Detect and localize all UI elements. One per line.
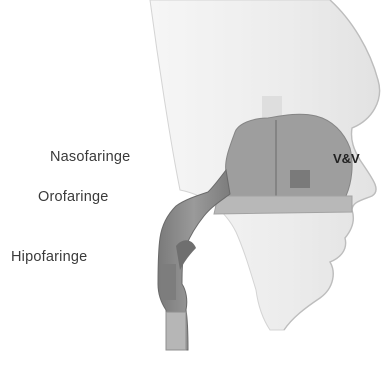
label-hipofaringe: Hipofaringe — [11, 249, 87, 265]
label-vv: V&V — [333, 151, 360, 166]
trachea-segment — [166, 312, 186, 350]
larynx-detail — [162, 264, 176, 300]
faint-skull-mark — [262, 96, 282, 118]
palate-band — [214, 196, 352, 214]
label-nasofaringe: Nasofaringe — [50, 149, 130, 165]
nasal-detail — [290, 170, 310, 188]
label-orofaringe: Orofaringe — [38, 189, 109, 205]
